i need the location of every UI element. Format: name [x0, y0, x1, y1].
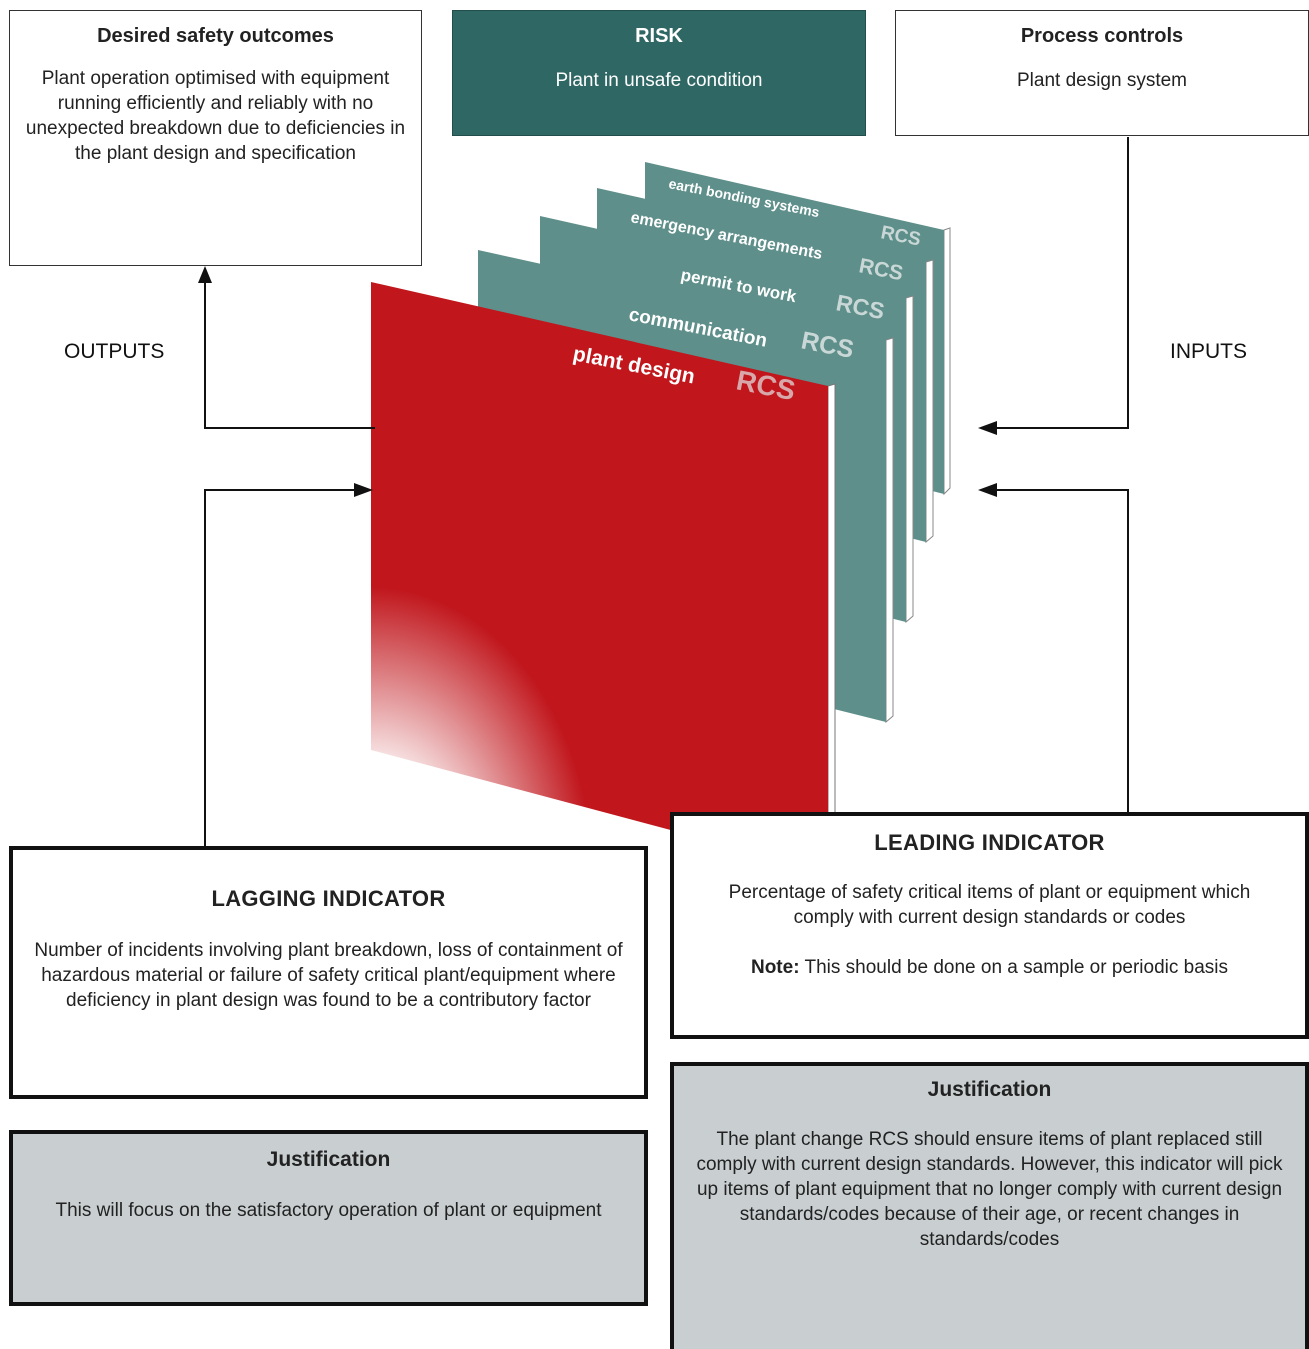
risk-text: Plant in unsafe condition [555, 70, 763, 91]
risk-box: RISK Plant in unsafe condition [452, 10, 866, 136]
lagging-justification-title: Justification [266, 1148, 391, 1171]
process-controls-box: Process controls Plant design system [895, 10, 1309, 136]
leading-justification-title: Justification [927, 1078, 1052, 1101]
process-controls-title: Process controls [1020, 25, 1184, 47]
desired-outcomes-box: Desired safety outcomes Plant operation … [9, 10, 422, 266]
note-label: Note: [750, 957, 800, 978]
leading-indicator-note: Note: This should be done on a sample or… [688, 955, 1291, 980]
process-controls-text: Plant design system [1016, 70, 1188, 91]
outputs-arrow [198, 266, 375, 429]
leading-indicator-box: LEADING INDICATOR Percentage of safety c… [670, 812, 1309, 1039]
desired-outcomes-text: Plant operation optimised with equipment… [25, 68, 406, 164]
risk-title: RISK [635, 25, 683, 47]
inputs-label: INPUTS [1170, 340, 1248, 363]
rcs-front-plant-design: plant design RCS [371, 282, 836, 874]
lagging-indicator-box: LAGGING INDICATOR Number of incidents in… [9, 846, 648, 1099]
leading-indicator-title: LEADING INDICATOR [874, 830, 1105, 855]
inputs-arrow [978, 137, 1129, 435]
note-text: This should be done on a sample or perio… [799, 957, 1229, 978]
lagging-indicator-text: Number of incidents involving plant brea… [34, 940, 623, 1011]
leading-indicator-text: Percentage of safety critical items of p… [728, 882, 1251, 928]
lagging-arrow [204, 483, 373, 846]
leading-justification-box: Justification The plant change RCS shoul… [670, 1062, 1309, 1349]
desired-outcomes-title: Desired safety outcomes [97, 25, 334, 47]
lagging-indicator-title: LAGGING INDICATOR [211, 886, 446, 911]
lagging-justification-text: This will focus on the satisfactory oper… [55, 1200, 602, 1221]
leading-justification-text: The plant change RCS should ensure items… [696, 1129, 1283, 1250]
lagging-justification-box: Justification This will focus on the sat… [9, 1130, 648, 1306]
leading-arrow [978, 483, 1129, 812]
outputs-label: OUTPUTS [64, 340, 165, 363]
